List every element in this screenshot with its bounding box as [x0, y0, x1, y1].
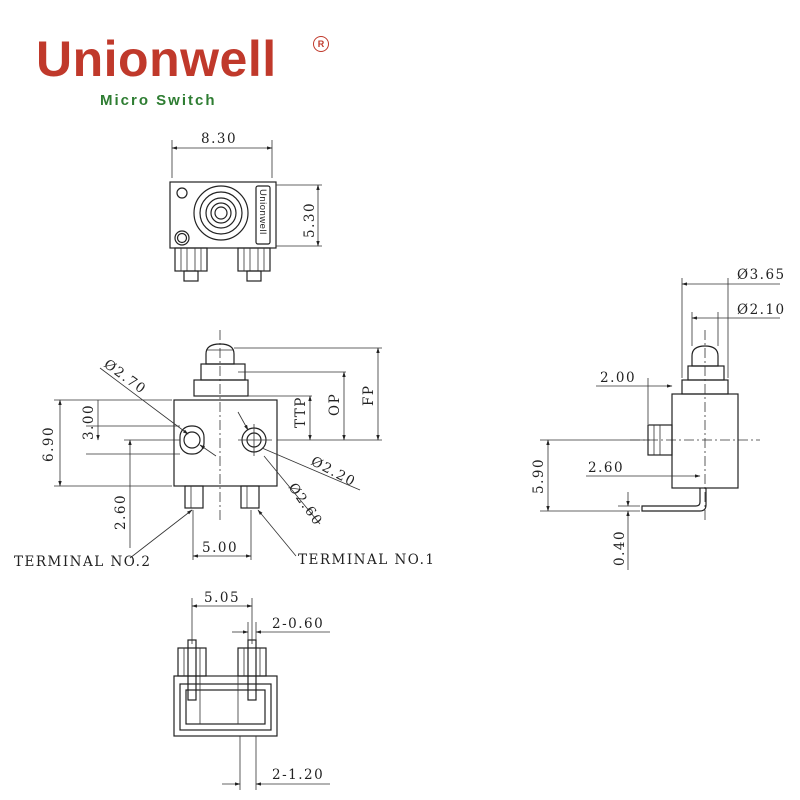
dim-2x060: 2-0.60	[272, 616, 324, 632]
top-view-terminals	[174, 247, 271, 282]
top-view-logo-text: Unionwell	[257, 189, 268, 235]
dim-dia-260: Ø2.60	[285, 480, 326, 529]
bottom-view-terminal-left	[177, 639, 207, 701]
front-view-body	[173, 399, 278, 487]
front-view: 6.90 3.00 2.60 Ø2.70 Ø2.20 Ø2.60 TTP	[14, 330, 435, 570]
top-view-mount-hole	[174, 230, 190, 246]
registered-mark-icon: R	[313, 36, 329, 52]
dim-dia-365: Ø3.65	[737, 267, 786, 283]
top-view-body	[169, 181, 277, 249]
bottom-view: 5.05 2-0.60 2-1.20	[173, 590, 330, 790]
brand-logo-text: Unionwell	[36, 31, 277, 87]
bottom-view-terminal-right	[237, 639, 267, 701]
dim-fp: FP	[361, 385, 377, 406]
dim-dia-270: Ø2.70	[101, 356, 150, 398]
side-view-terminal	[641, 488, 707, 512]
label-terminal-2: TERMINAL NO.2	[14, 554, 151, 570]
dim-260-side: 2.60	[588, 460, 624, 476]
front-view-terminal-2	[184, 485, 204, 509]
dim-690: 6.90	[41, 426, 57, 462]
dim-505: 5.05	[204, 590, 240, 606]
dim-dia-220: Ø2.20	[308, 453, 358, 490]
dim-300: 3.00	[81, 404, 97, 440]
dim-200: 2.00	[600, 370, 636, 386]
bottom-view-body	[173, 675, 278, 737]
brand-tagline: Micro Switch	[100, 92, 217, 109]
top-view: Unionwell 8.30	[169, 131, 322, 282]
dim-pitch-500: 5.00	[202, 540, 238, 556]
top-view-actuator	[193, 185, 249, 241]
dim-040: 0.40	[612, 530, 628, 566]
dim-590: 5.90	[531, 458, 547, 494]
dim-op: OP	[327, 393, 343, 416]
side-view-plunger	[691, 345, 719, 367]
label-terminal-1: TERMINAL NO.1	[298, 552, 435, 568]
front-view-terminal-1	[240, 485, 260, 509]
dim-ttp: TTP	[293, 396, 309, 428]
dim-2x120: 2-1.20	[272, 767, 324, 783]
dim-height-530: 5.30	[302, 202, 318, 238]
dim-260-left: 2.60	[113, 494, 129, 530]
dim-width-830: 8.30	[201, 131, 237, 147]
top-view-small-hole	[176, 187, 188, 199]
dim-dia-210: Ø2.10	[737, 302, 786, 318]
side-view: Ø3.65 Ø2.10 2.00 2.60 5.90 0.40	[531, 267, 786, 570]
